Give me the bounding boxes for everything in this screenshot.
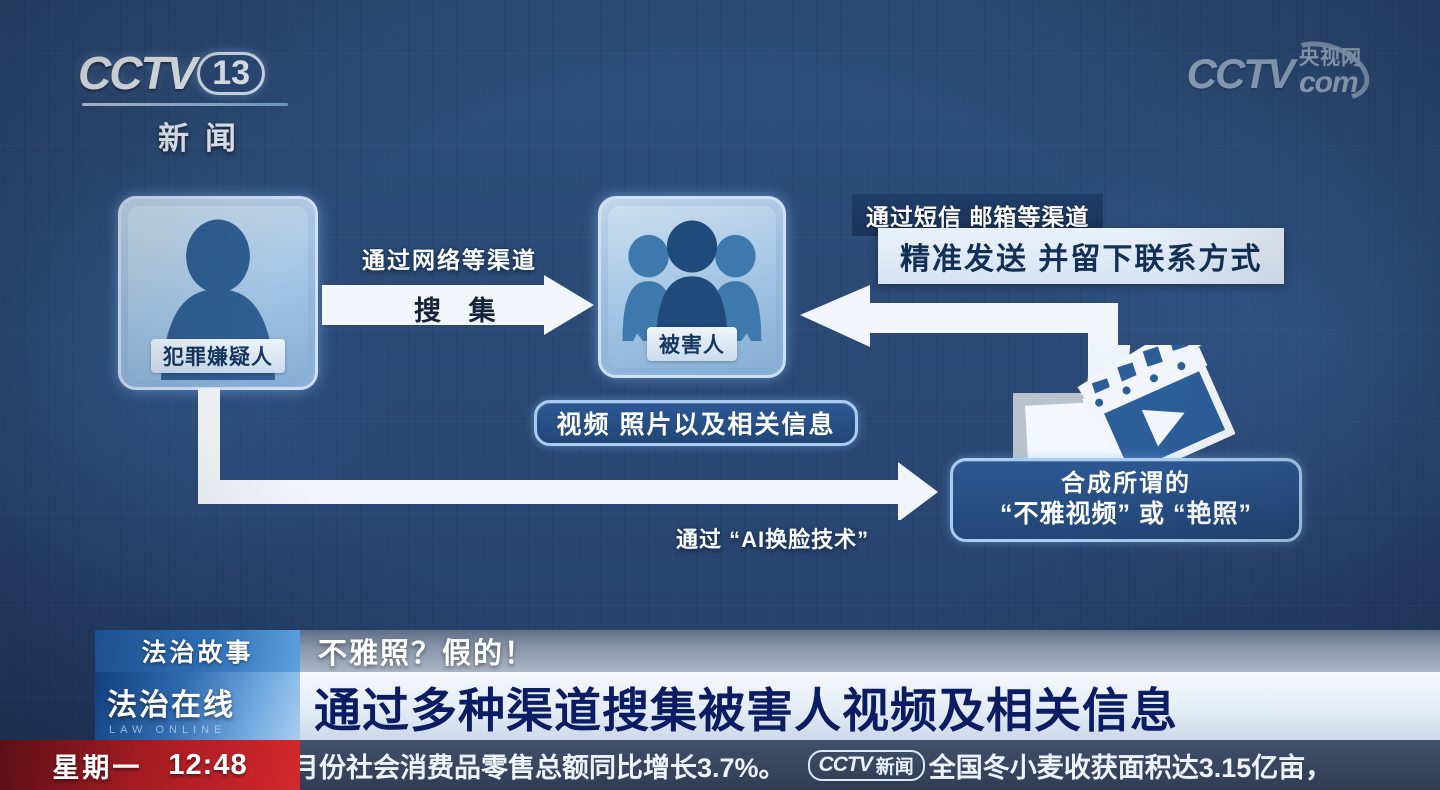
ticker-item-1: 月份社会消费品零售总额同比增长3.7%。 (300, 752, 786, 783)
ticker-datetime: 星期一 12:48 (0, 740, 300, 790)
synth-result-box: 合成所谓的 “不雅视频” 或 “艳照” (950, 458, 1302, 542)
synth-box-line1: 合成所谓的 (1061, 470, 1191, 498)
channel-logo-cctv-text: CCTV (78, 47, 197, 99)
banner-headline: 通过多种渠道搜集被害人视频及相关信息 (300, 672, 1440, 740)
media-icons-svg (1013, 319, 1236, 483)
banner-kicker: 不雅照？假的！ (300, 630, 1440, 672)
collect-arrow-text: 搜 集 (414, 296, 506, 326)
program-logo: 法治在线 LAW ONLINE (95, 672, 300, 740)
news-ticker: 星期一 12:48 月份社会消费品零售总额同比增长3.7%。 CCTV 新闻 全… (0, 740, 1440, 790)
media-icons-group (1005, 319, 1236, 483)
info-pill: 视频 照片以及相关信息 (534, 400, 858, 446)
ticker-weekday: 星期一 (52, 752, 143, 783)
play-button-icon (1141, 409, 1185, 447)
victim-card-inner: 被害人 (608, 206, 776, 368)
ai-path-arrow-shape (198, 388, 938, 520)
suspect-card-label: 犯罪嫌疑人 (151, 339, 285, 373)
ticker-badge-cctv: CCTV (818, 753, 873, 776)
program-logo-cn: 法治在线 (107, 689, 235, 722)
return-arrow-shape (800, 285, 1118, 445)
channel-logo-subtitle: 新闻 (158, 121, 252, 156)
suspect-card: 犯罪嫌疑人 (118, 196, 318, 390)
watermark-com-text: com (1299, 66, 1359, 99)
collect-arrow-shape (322, 275, 594, 335)
watermark-arc-icon (1276, 30, 1378, 112)
suspect-card-inner: 犯罪嫌疑人 (128, 206, 308, 380)
cctv-com-watermark: CCTV 央视网 com (1186, 30, 1378, 112)
watermark-cn-text: 央视网 (1299, 47, 1362, 69)
send-callout-bar: 精准发送 并留下联系方式 (878, 228, 1285, 284)
ticker-badge-news: 新闻 (875, 756, 914, 778)
banner-kicker-text: 不雅照？假的！ (318, 638, 536, 670)
channel-logo: CCTV 13 新闻 (78, 46, 318, 156)
ticker-time: 12:48 (168, 748, 248, 781)
ticker-content: 月份社会消费品零售总额同比增长3.7%。 CCTV 新闻 全国冬小麦收获面积达3… (300, 746, 1440, 785)
victim-card-label: 被害人 (647, 327, 737, 361)
lower-third-banner: 法治故事 法治在线 LAW ONLINE 不雅照？假的！ 通过多种渠道搜集被害人… (0, 630, 1440, 790)
ai-technique-label: 通过 “AI换脸技术” (676, 527, 870, 552)
ticker-item-2: 全国冬小麦收获面积达3.15亿亩， (928, 752, 1333, 783)
ticker-cctv-news-badge: CCTV 新闻 (807, 749, 925, 781)
banner-headline-text: 通过多种渠道搜集被害人视频及相关信息 (314, 683, 1178, 737)
channel-logo-number: 13 (197, 51, 266, 95)
collect-arrow-top-label: 通过网络等渠道 (362, 247, 537, 273)
program-logo-en: LAW ONLINE (109, 724, 227, 736)
victim-card: 被害人 (598, 196, 786, 378)
program-tag: 法治故事 (95, 630, 300, 672)
channel-logo-underline (82, 103, 288, 106)
channel-logo-row: CCTV 13 (78, 46, 318, 100)
watermark-cctv-text: CCTV (1186, 50, 1295, 97)
synth-box-line2: “不雅视频” 或 “艳照” (1000, 500, 1252, 529)
watermark-right: 央视网 com (1299, 48, 1362, 98)
